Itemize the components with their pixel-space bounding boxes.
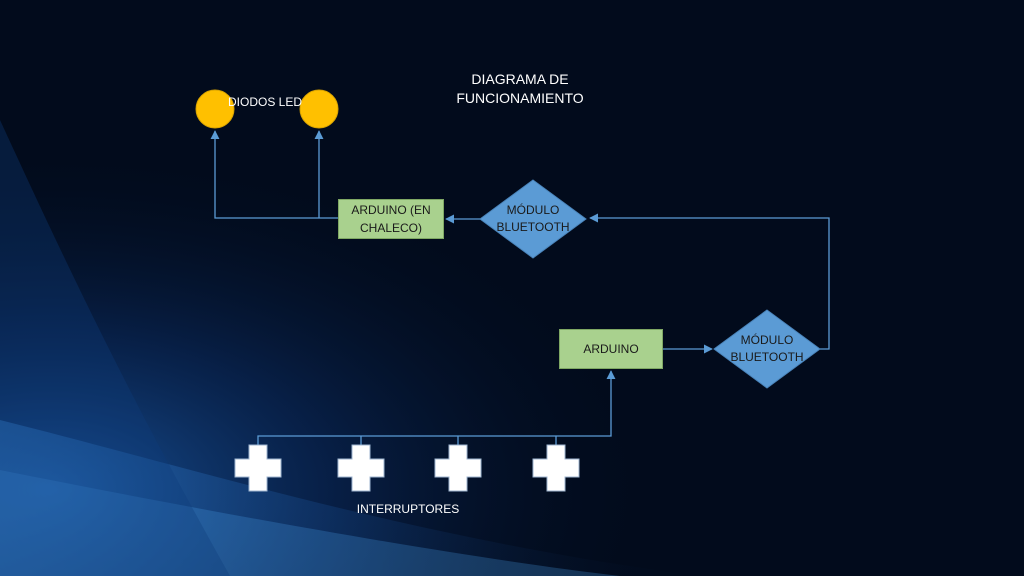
bluetooth-top-line-2: BLUETOOTH <box>496 220 570 234</box>
connector-chaleco-to-led-left <box>210 130 338 219</box>
bluetooth-top-label: MÓDULO BLUETOOTH <box>483 202 583 236</box>
switch-2 <box>337 444 385 492</box>
connector-bluetooth-link <box>589 213 830 350</box>
switch-1 <box>234 444 282 492</box>
bluetooth-bottom-line-2: BLUETOOTH <box>730 350 804 364</box>
connector-switches-to-arduino <box>257 370 616 445</box>
title-line-1: DIAGRAMA DE <box>471 71 569 87</box>
bluetooth-bottom-label: MÓDULO BLUETOOTH <box>717 332 817 366</box>
switch-3 <box>434 444 482 492</box>
bluetooth-bottom-diamond <box>713 309 821 389</box>
title-line-2: FUNCIONAMIENTO <box>456 90 584 106</box>
arduino-chaleco-line-2: CHALECO) <box>359 221 422 235</box>
bluetooth-bottom-line-1: MÓDULO <box>740 333 794 347</box>
bluetooth-top-diamond <box>479 179 587 259</box>
led-right <box>299 89 339 129</box>
arduino-box: ARDUINO <box>559 329 663 369</box>
arduino-chaleco-box: ARDUINO (EN CHALECO) <box>338 199 444 239</box>
diagram-title: DIAGRAMA DE FUNCIONAMIENTO <box>420 70 620 108</box>
leds-label: DIODOS LED <box>228 95 303 109</box>
bluetooth-top-line-1: MÓDULO <box>506 203 560 217</box>
switches-label: INTERRUPTORES <box>356 502 460 516</box>
switch-4 <box>532 444 580 492</box>
led-left <box>195 89 235 129</box>
arduino-chaleco-line-1: ARDUINO (EN <box>351 203 431 217</box>
arduino-label: ARDUINO <box>583 342 639 356</box>
